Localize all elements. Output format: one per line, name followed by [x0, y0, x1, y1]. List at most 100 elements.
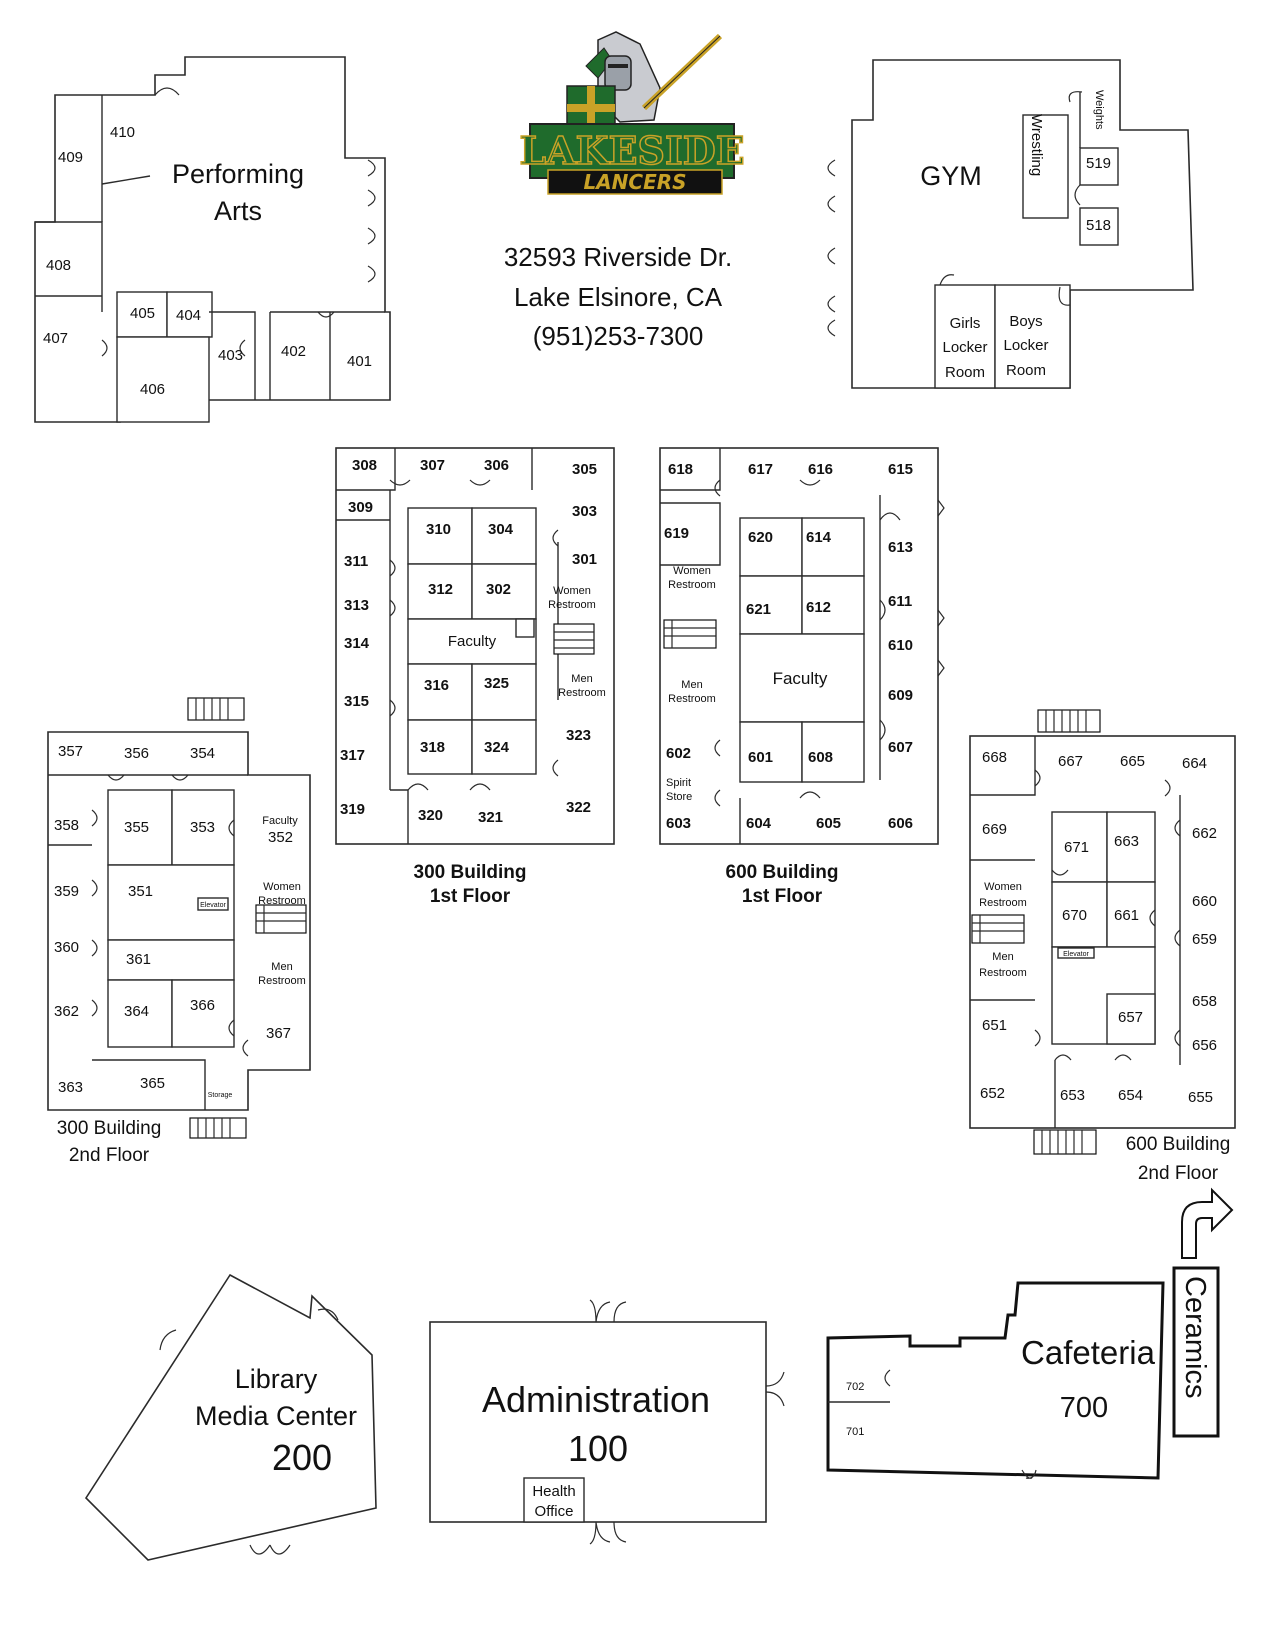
women-restroom-300-2a: Women [263, 881, 301, 893]
room-313: 313 [344, 597, 369, 614]
gym-title: GYM [920, 161, 982, 191]
room-608: 608 [808, 749, 833, 766]
room-355: 355 [124, 819, 149, 836]
building-600-floor-1[interactable]: 618 617 616 615 619 620 614 613 621 612 … [659, 447, 945, 845]
room-609: 609 [888, 687, 913, 704]
men-restroom-300-1a: Men [571, 673, 592, 685]
b600-1-caption-2: 1st Floor [742, 886, 823, 907]
room-367: 367 [266, 1025, 291, 1042]
gym-building[interactable]: GYM Wrestling Weights 519 518 Girls Lock… [827, 59, 1194, 389]
elevator-600: Elevator [1063, 951, 1089, 958]
room-318: 318 [420, 739, 445, 756]
room-354: 354 [190, 745, 215, 762]
room-671: 671 [1064, 839, 1089, 856]
room-353: 353 [190, 819, 215, 836]
room-366: 366 [190, 997, 215, 1014]
men-restroom-600-1a: Men [681, 679, 702, 691]
room-613: 613 [888, 539, 913, 556]
room-321: 321 [478, 809, 503, 826]
building-300-floor-2[interactable]: 357 356 354 358 355 353 352 359 351 360 … [47, 697, 311, 1139]
address-line-2: Lake Elsinore, CA [514, 282, 723, 312]
room-701: 701 [846, 1426, 864, 1438]
room-361: 361 [126, 951, 151, 968]
b600-2-caption-1: 600 Building [1126, 1134, 1231, 1155]
room-652: 652 [980, 1085, 1005, 1102]
room-308: 308 [352, 457, 377, 474]
room-659: 659 [1192, 931, 1217, 948]
room-359: 359 [54, 883, 79, 900]
room-662: 662 [1192, 825, 1217, 842]
girls-locker-1: Girls [950, 315, 981, 332]
room-317: 317 [340, 747, 365, 764]
building-600-floor-2[interactable]: 668 667 665 664 669 671 663 662 670 661 … [969, 709, 1236, 1155]
room-408: 408 [46, 257, 71, 274]
room-670: 670 [1062, 907, 1087, 924]
building-300-floor-1[interactable]: 308 307 306 305 309 303 311 310 304 301 … [335, 447, 615, 845]
women-restroom-300-1a: Women [553, 585, 591, 597]
room-657: 657 [1118, 1009, 1143, 1026]
spirit-store-1: Spirit [666, 777, 691, 789]
room-406: 406 [140, 381, 165, 398]
women-restroom-600-1b: Restroom [668, 579, 716, 591]
room-305: 305 [572, 461, 597, 478]
room-302: 302 [486, 581, 511, 598]
room-607: 607 [888, 739, 913, 756]
room-667: 667 [1058, 753, 1083, 770]
room-323: 323 [566, 727, 591, 744]
faculty-300-2: Faculty [262, 815, 298, 827]
health-office-2: Office [535, 1503, 574, 1520]
room-357: 357 [58, 743, 83, 760]
room-654: 654 [1118, 1087, 1143, 1104]
men-restroom-600-2a: Men [992, 951, 1013, 963]
room-352: 352 [268, 829, 293, 846]
room-310: 310 [426, 521, 451, 538]
b300-2-caption-2: 2nd Floor [69, 1145, 150, 1166]
cafeteria-number: 700 [1060, 1392, 1108, 1424]
room-358: 358 [54, 817, 79, 834]
women-restroom-600-1a: Women [673, 565, 711, 577]
room-319: 319 [340, 801, 365, 818]
room-312: 312 [428, 581, 453, 598]
room-603: 603 [666, 815, 691, 832]
room-660: 660 [1192, 893, 1217, 910]
b600-2-caption-2: 2nd Floor [1138, 1163, 1219, 1184]
room-617: 617 [748, 461, 773, 478]
ceramics-building[interactable]: Ceramics [1172, 1266, 1220, 1438]
women-restroom-600-2a: Women [984, 881, 1022, 893]
faculty-300-1: Faculty [448, 633, 497, 650]
logo-lancers-text: LANCERS [583, 170, 686, 194]
room-410: 410 [110, 124, 135, 141]
address-line-1: 32593 Riverside Dr. [504, 242, 732, 272]
room-614: 614 [806, 529, 832, 546]
room-303: 303 [572, 503, 597, 520]
ceramics-label: Ceramics [1179, 1276, 1211, 1398]
room-618: 618 [668, 461, 693, 478]
room-612: 612 [806, 599, 831, 616]
library-media-center[interactable]: Library Media Center 200 [84, 1273, 377, 1561]
room-661: 661 [1114, 907, 1139, 924]
performing-arts-building[interactable]: 409 410 408 407 405 404 406 403 402 401 … [34, 56, 391, 423]
women-restroom-300-1b: Restroom [548, 599, 596, 611]
performing-arts-title-2: Arts [214, 196, 262, 226]
boys-locker-3: Room [1006, 362, 1046, 379]
health-office-1: Health [532, 1483, 575, 1500]
room-325: 325 [484, 675, 509, 692]
room-616: 616 [808, 461, 833, 478]
room-307: 307 [420, 457, 445, 474]
room-621: 621 [746, 601, 771, 618]
room-322: 322 [566, 799, 591, 816]
room-404: 404 [176, 307, 201, 324]
school-logo: LAKESIDE LANCERS [519, 31, 745, 195]
men-restroom-600-1b: Restroom [668, 693, 716, 705]
administration-building[interactable]: Administration 100 Health Office [429, 1299, 785, 1545]
room-405: 405 [130, 305, 155, 322]
room-320: 320 [418, 807, 443, 824]
b600-1-caption-1: 600 Building [726, 862, 839, 883]
spirit-store-2: Store [666, 791, 692, 803]
room-610: 610 [888, 637, 913, 654]
room-403: 403 [218, 347, 243, 364]
room-665: 665 [1120, 753, 1145, 770]
room-655: 655 [1188, 1089, 1213, 1106]
cafeteria-building[interactable]: Cafeteria 700 702 701 [826, 1281, 1165, 1480]
